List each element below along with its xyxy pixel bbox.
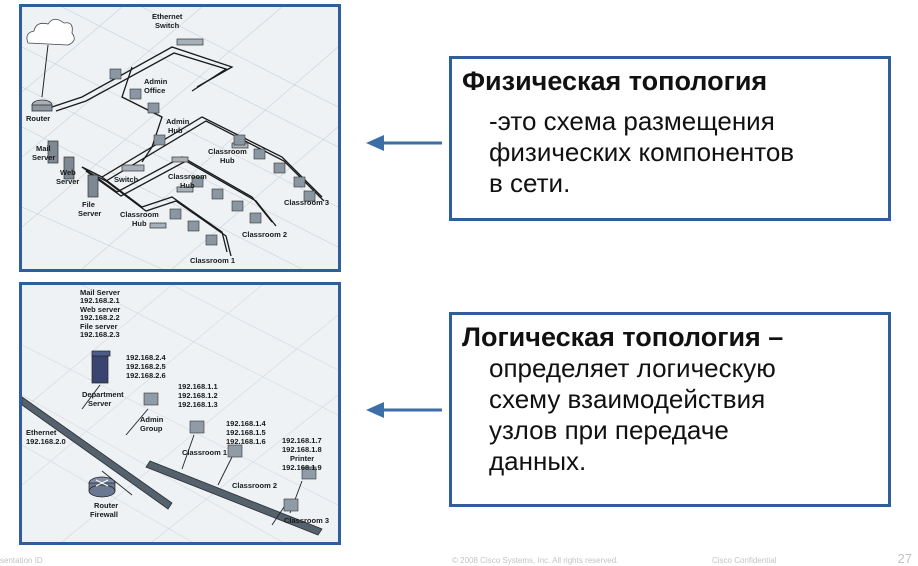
label-dept-ip-2: 192.168.2.5 [126, 362, 166, 371]
label-admin-hub: Admin [166, 117, 190, 126]
definition-line: в сети. [489, 168, 571, 198]
floor-grid [22, 7, 338, 269]
router-firewall-icon [88, 476, 116, 498]
definition-line: схему взаимодействия [489, 384, 766, 414]
label-mail-server: Mail [36, 144, 51, 153]
label-ethernet-switch: Ethernet [152, 12, 183, 21]
workstation-icons [109, 68, 316, 246]
label-dept-ip-1: 192.168.2.4 [126, 353, 166, 362]
definition-line: узлов при передаче [489, 415, 729, 445]
label-admin-hub-2: Hub [168, 126, 183, 135]
physical-topology-drawing: Ethernet Switch Router Admin Office Admi… [22, 7, 338, 269]
label-switch: Switch [114, 175, 139, 184]
cable-bundles [51, 46, 325, 257]
workstation-icons [143, 392, 317, 512]
logical-topology-definition: Логическая топология – определяет логиче… [449, 312, 891, 507]
label-classroom-hub-c: Classroom [120, 210, 159, 219]
label-file-ip: 192.168.2.3 [80, 330, 120, 339]
physical-topology-text: -это схема размещения физических компоне… [489, 106, 794, 199]
label-router-firewall-2: Firewall [90, 510, 118, 519]
label-mail-server: Mail Server [80, 288, 120, 297]
floor-grid [22, 285, 338, 542]
label-file-server-2: Server [78, 209, 101, 218]
label-classroom-hub-a-2: Hub [220, 156, 235, 165]
label-ethernet-switch-2: Switch [155, 21, 180, 30]
label-printer-ip-2: 192.168.1.8 [282, 445, 322, 454]
label-classroom-2: Classroom 2 [232, 481, 277, 490]
label-web-server: Web server [80, 305, 120, 314]
label-admin-group-2: Group [140, 424, 163, 433]
label-mail-ip: 192.168.2.1 [80, 296, 120, 305]
label-printer: Printer [290, 454, 314, 463]
label-classroom-hub-c-2: Hub [132, 219, 147, 228]
label-file-server: File [82, 200, 95, 209]
label-mail-server-2: Server [32, 153, 55, 162]
arrow-left-icon [366, 402, 442, 418]
switch-hub-icons [121, 38, 249, 229]
label-web-server: Web [60, 168, 76, 177]
label-classroom-hub-b: Classroom [168, 172, 207, 181]
logical-topology-drawing: Mail Server 192.168.2.1 Web server 192.1… [22, 285, 338, 542]
label-file-server: File server [80, 322, 118, 331]
logical-topology-title: Логическая топология – [462, 322, 784, 352]
label-classroom1-ip-3: 192.168.1.6 [226, 437, 266, 446]
definition-line: -это схема размещения [489, 106, 775, 136]
label-dept-ip-3: 192.168.2.6 [126, 371, 166, 380]
label-router-firewall: Router [94, 501, 118, 510]
label-classroom1-ip-2: 192.168.1.5 [226, 428, 266, 437]
label-classroom-1: Classroom 1 [182, 448, 227, 457]
router-icon [31, 99, 53, 112]
logical-topology-text: определяет логическую схему взаимодейств… [489, 353, 776, 477]
footer-copyright: © 2008 Cisco Systems, Inc. All rights re… [452, 556, 619, 565]
arrow-left-icon [366, 135, 442, 151]
department-server-icon [91, 350, 111, 384]
label-admin-office: Admin [144, 77, 168, 86]
label-classroom-hub-b-2: Hub [180, 181, 195, 190]
physical-topology-definition: Физическая топология -это схема размещен… [449, 56, 891, 221]
footer-presentation-id: sentation ID [0, 556, 43, 565]
physical-topology-diagram: Ethernet Switch Router Admin Office Admi… [19, 4, 341, 272]
definition-line: данных. [489, 446, 587, 476]
server-icons [47, 140, 99, 198]
label-classroom-hub-a: Classroom [208, 147, 247, 156]
label-department-server: Department [82, 390, 124, 399]
label-admin-group: Admin [140, 415, 164, 424]
label-classroom-3: Classroom 3 [284, 198, 329, 207]
label-classroom1-ip-1: 192.168.1.4 [226, 419, 266, 428]
label-classroom-1: Classroom 1 [190, 256, 235, 265]
label-router: Router [26, 114, 50, 123]
internet-cloud-icon [26, 18, 75, 46]
definition-line: физических компонентов [489, 137, 795, 167]
footer-confidential: Cisco Confidential [712, 556, 777, 565]
label-classroom-3: Classroom 3 [284, 516, 329, 525]
label-ethernet-ip: 192.168.2.0 [26, 437, 66, 446]
label-web-server-2: Server [56, 177, 79, 186]
label-admin-ip-2: 192.168.1.2 [178, 391, 218, 400]
label-admin-ip-3: 192.168.1.3 [178, 400, 218, 409]
label-ethernet: Ethernet [26, 428, 57, 437]
label-department-server-2: Server [88, 399, 111, 408]
ethernet-backbone [22, 396, 173, 510]
definition-line: определяет логическую [489, 353, 776, 383]
label-printer-ip-3: 192.168.1.9 [282, 463, 322, 472]
label-printer-ip-1: 192.168.1.7 [282, 436, 322, 445]
label-web-ip: 192.168.2.2 [80, 313, 120, 322]
logical-topology-diagram: Mail Server 192.168.2.1 Web server 192.1… [19, 282, 341, 545]
physical-topology-title: Физическая топология [462, 66, 768, 96]
label-admin-ip-1: 192.168.1.1 [178, 382, 218, 391]
label-admin-office-2: Office [144, 86, 165, 95]
page-number: 27 [897, 551, 912, 566]
label-classroom-2: Classroom 2 [242, 230, 287, 239]
